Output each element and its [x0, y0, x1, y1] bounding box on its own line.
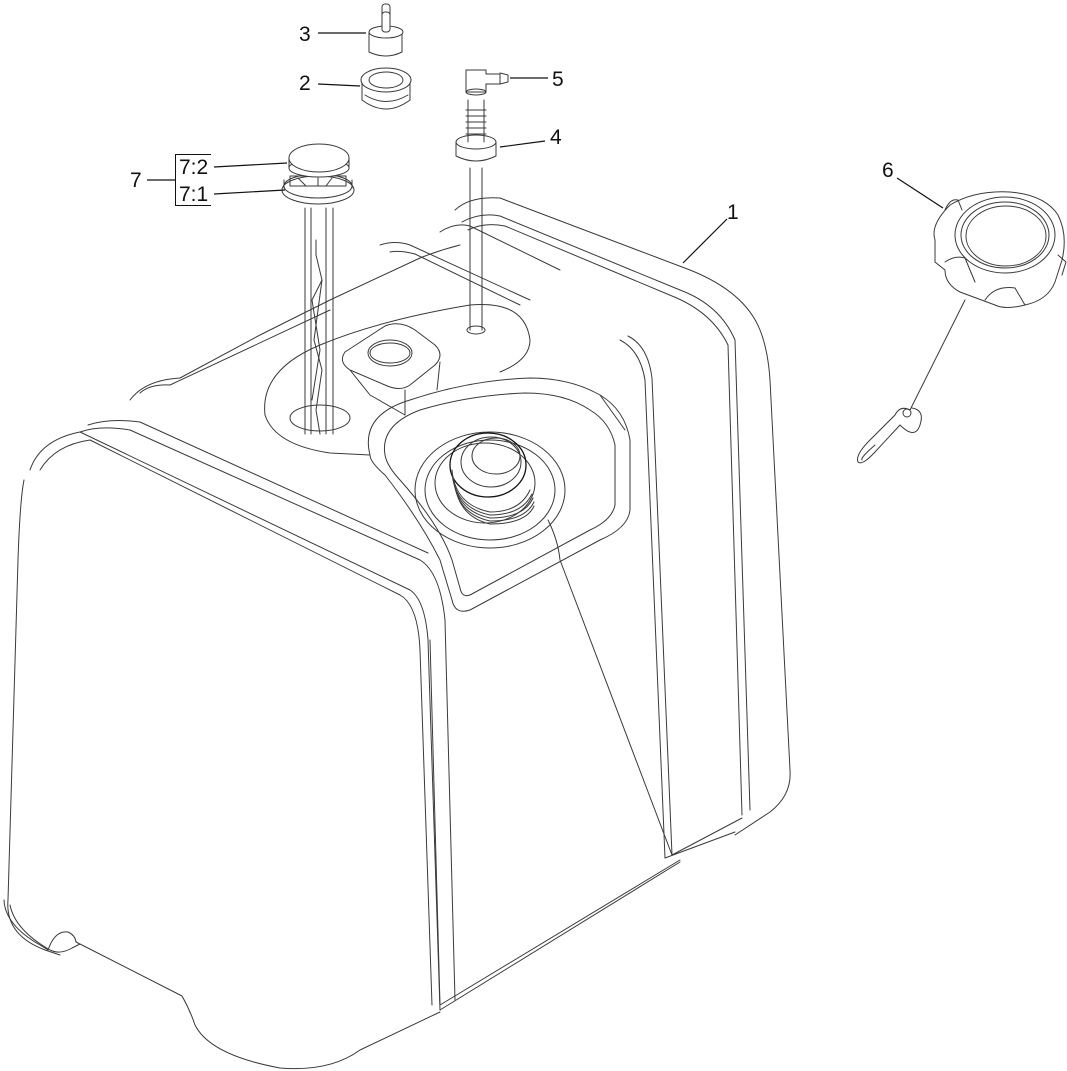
callout-4: 4: [550, 126, 562, 149]
callout-7-1: 7:1: [179, 183, 209, 206]
callout-7-bracket: [175, 154, 211, 206]
callout-7: 7: [130, 169, 142, 192]
fuel-gauge-sender: [281, 143, 355, 435]
callout-1: 1: [727, 201, 739, 224]
vent-valve: [368, 3, 404, 57]
callout-3: 3: [299, 23, 311, 46]
callout-5: 5: [552, 68, 564, 91]
grommet: [360, 67, 412, 110]
callout-2: 2: [299, 72, 311, 95]
callout-6: 6: [882, 159, 894, 182]
callout-7-2: 7:2: [179, 156, 209, 179]
pickup-tube: [455, 69, 509, 335]
fuel-tank: [3, 197, 791, 1070]
fill-neck-thread: [449, 432, 535, 525]
fuel-cap: [857, 191, 1067, 464]
leader-lines: [147, 32, 944, 264]
